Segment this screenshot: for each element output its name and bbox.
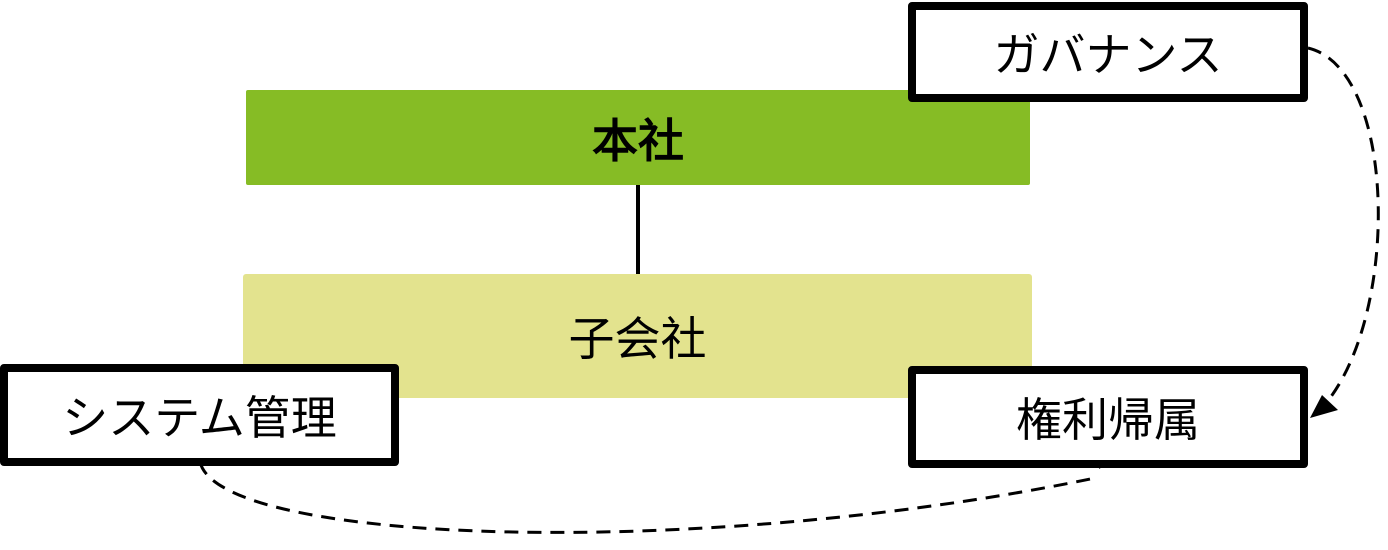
rights-attribution-label: 権利帰属 bbox=[1016, 393, 1200, 447]
system-management-label: システム管理 bbox=[62, 391, 337, 445]
headquarters-label: 本社 bbox=[592, 113, 684, 168]
governance-node: ガバナンス bbox=[908, 2, 1308, 102]
rights-attribution-node: 権利帰属 bbox=[908, 366, 1308, 468]
governance-to-rights-arrow bbox=[1307, 46, 1380, 414]
headquarters-node: 本社 bbox=[246, 90, 1030, 185]
arrowhead bbox=[1310, 395, 1338, 418]
subsidiary-label: 子会社 bbox=[568, 312, 707, 366]
system-to-rights-arrow bbox=[198, 461, 1096, 534]
governance-label: ガバナンス bbox=[993, 28, 1223, 82]
system-management-node: システム管理 bbox=[0, 364, 399, 466]
